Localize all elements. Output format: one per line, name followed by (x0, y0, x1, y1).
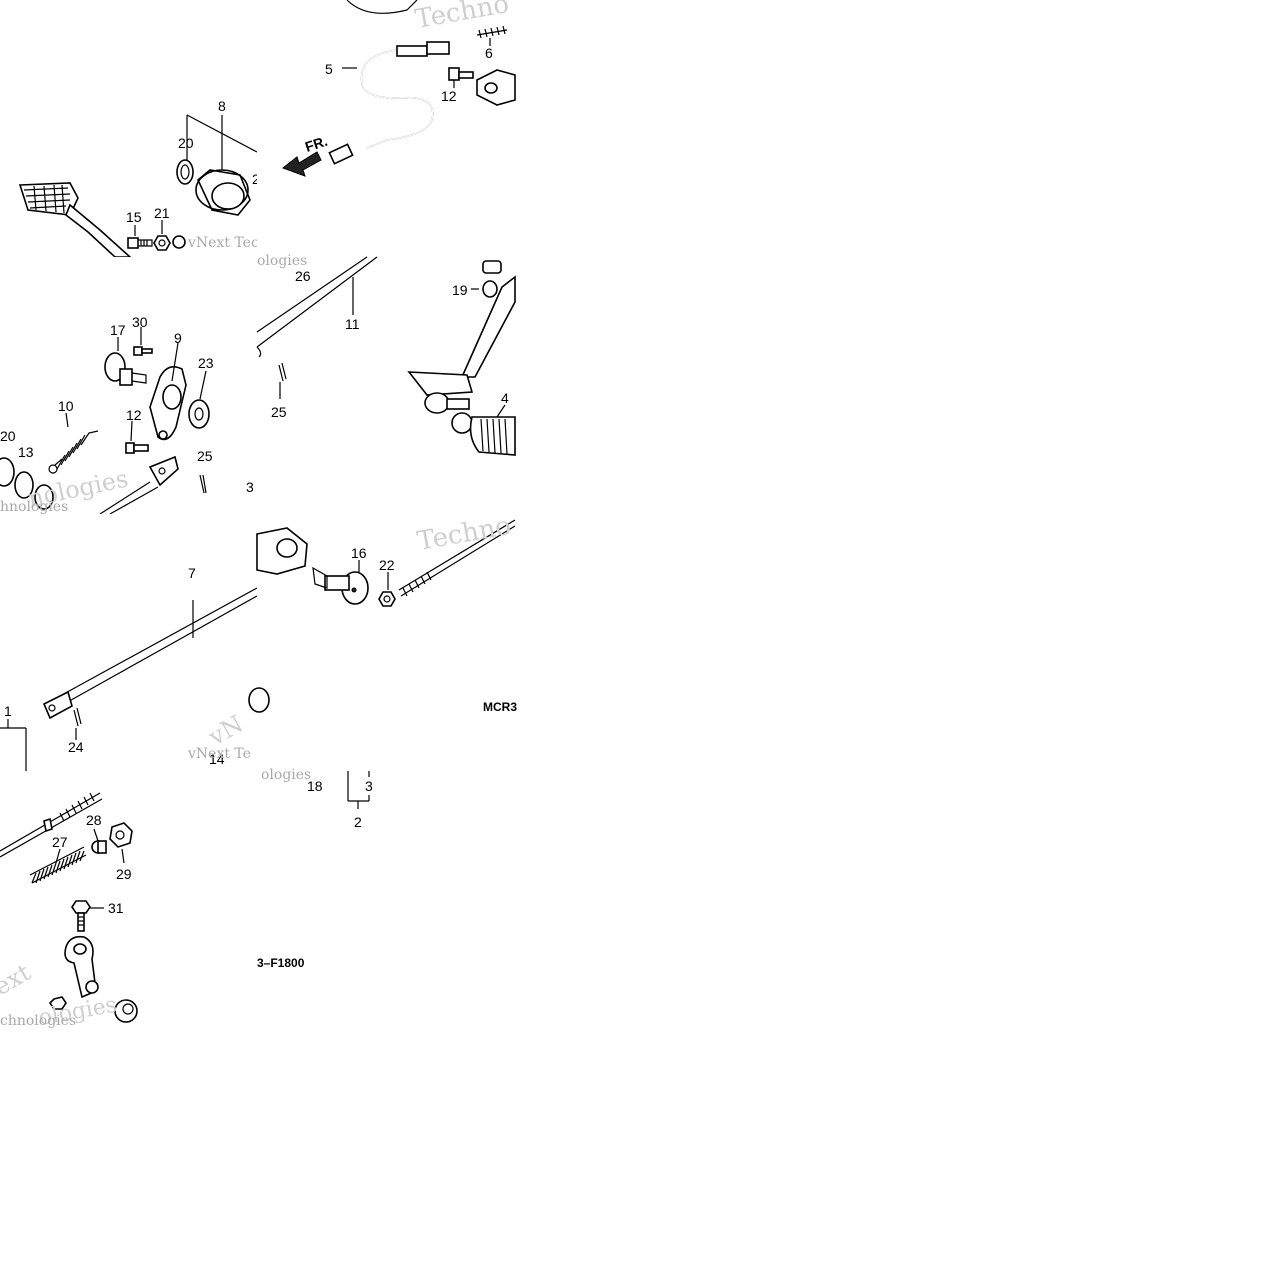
spring-6-part (476, 25, 508, 39)
callout-17: 17 (110, 322, 126, 338)
pivot-pin-16-part (312, 566, 369, 605)
callout-1: 1 (4, 703, 12, 719)
callout-24: 24 (68, 739, 84, 755)
watermark-text: ologies (261, 767, 311, 783)
callout-8: 8 (218, 98, 226, 114)
callout-25: 25 (197, 448, 213, 464)
return-spring-10-part (48, 430, 99, 474)
callout-12: 12 (441, 88, 457, 104)
callout-4: 4 (501, 390, 509, 406)
arm-bracket-part (256, 527, 308, 575)
bolt-15-part (127, 237, 153, 249)
callout-12: 12 (126, 407, 142, 423)
pivot-bolt-17-part (104, 352, 147, 386)
spring-27-part (29, 846, 87, 884)
callout-21: 21 (154, 205, 170, 221)
diagram-tile-pivot-16: 16 22 MCR3 Techno (248, 511, 517, 771)
callout-20: 20 (178, 135, 194, 151)
frame-edge-part (346, 0, 418, 14)
callout-31: 31 (108, 900, 124, 916)
washer-20b-part (0, 457, 15, 487)
watermark-text: hnologies (0, 499, 68, 515)
nut-29-part (109, 822, 133, 848)
switch-bracket-part (476, 69, 516, 106)
callout-11: 11 (345, 316, 360, 332)
nut-21-part (153, 235, 171, 251)
callout-9: 9 (174, 330, 182, 346)
seal-13-part (14, 471, 34, 499)
watermark-text: vNext Tec (187, 235, 259, 251)
callout-13: 13 (18, 444, 34, 460)
brake-pedal-part (18, 182, 133, 258)
callout-20: 20 (0, 428, 16, 444)
diagram-code-label: MCR3 (483, 700, 517, 714)
nut-22-part (378, 591, 396, 607)
shift-rod-11-part (256, 256, 378, 358)
callout-27: 27 (52, 834, 68, 850)
callout-19: 19 (452, 282, 468, 298)
pivot-boss-part (195, 169, 251, 216)
watermark-text: ext (0, 958, 36, 1001)
watermark-text: vNext Te (187, 746, 251, 762)
diagram-tile-switch-cable: FR. 5 6 12 Techno (257, 0, 516, 257)
callout-3: 3 (365, 778, 373, 794)
callout-10: 10 (58, 398, 74, 414)
clamp-arm-part (64, 935, 99, 999)
callout-6: 6 (485, 45, 493, 61)
callout-16: 16 (351, 545, 367, 561)
bolt-12b-part (125, 442, 149, 454)
callout-23: 23 (198, 355, 214, 371)
washer-23-part (188, 399, 210, 429)
cotter-pin-25-part (199, 474, 205, 494)
diagram-code-label: 3–F1800 (257, 956, 305, 970)
callout-26: 26 (295, 268, 311, 284)
cotter-pin-25b-part (278, 362, 287, 382)
watermark-text: Techno (413, 0, 511, 35)
cotter-pin-24-part (73, 707, 82, 727)
bushing-19-part (482, 260, 502, 298)
brake-light-switch-cable-part (328, 41, 450, 165)
mounting-plate-9-part (149, 366, 187, 441)
knob-part (114, 999, 138, 1023)
callout-2: 2 (354, 814, 362, 830)
bolt-31-part (71, 900, 91, 932)
nut-part (48, 996, 67, 1010)
front-direction-label: FR. (303, 133, 329, 155)
callout-15: 15 (126, 209, 142, 225)
callout-28: 28 (86, 812, 102, 828)
watermark-text: Techno (415, 511, 513, 557)
callout-5: 5 (325, 61, 333, 77)
callout-30: 30 (132, 314, 148, 330)
callout-29: 29 (116, 866, 132, 882)
callout-22: 22 (379, 557, 395, 573)
shift-pedal-4-part (407, 275, 516, 456)
threaded-rod-part (0, 792, 103, 858)
brake-rod-7-part (42, 587, 258, 720)
callout-2: 2 (252, 171, 260, 187)
diagram-tile-shift-pedal: 26 11 19 25 4 ologies (256, 253, 516, 514)
callout-18: 18 (307, 778, 323, 794)
watermark-text: ologies (257, 253, 307, 269)
diagram-tile-assembly-callouts: 18 3 2 3–F1800 ologies (257, 767, 515, 1028)
callout-25: 25 (271, 404, 287, 420)
bushing-28-part (91, 840, 107, 854)
diagram-tile-pivot-plate: 17 30 9 23 10 12 20 13 25 3 nologies hno… (0, 257, 257, 515)
diagram-tile-brake-rod: 7 1 24 14 vN vNext Te (0, 514, 271, 771)
callout-7: 7 (188, 565, 196, 581)
seal-ring-part (176, 159, 194, 185)
clevis-rod-part (99, 455, 179, 515)
callout-14: 14 (209, 751, 225, 767)
callout-3: 3 (246, 479, 254, 495)
threaded-rod-part (398, 519, 516, 597)
bolt-30-part (133, 346, 153, 356)
front-arrow-icon (281, 151, 322, 177)
watermark-text: chnologies (0, 1013, 76, 1029)
diagram-tile-brake-pedal: 8 20 2 15 21 vNext Tec (0, 0, 260, 258)
bolt-12-part (448, 67, 474, 81)
washer-part (248, 687, 270, 713)
diagram-tile-adjuster: 28 27 29 31 ext ologies chnologies (0, 771, 257, 1031)
